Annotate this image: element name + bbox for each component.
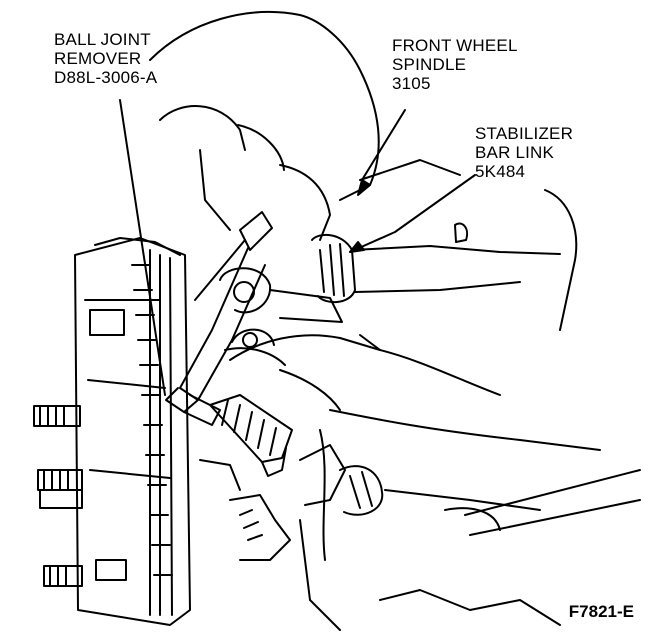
lower-control-arm [199, 429, 641, 631]
upper-hand [149, 11, 461, 241]
stabilizer-bar-link-label: STABILIZER BAR LINK 5K484 [475, 124, 573, 181]
stabilizer-bar-link-part-number: 5K484 [475, 162, 526, 181]
stabilizer-bar-link-line1: STABILIZER [475, 124, 574, 143]
brake-rotor [74, 237, 191, 626]
front-wheel-spindle-label: FRONT WHEEL SPINDLE 3105 [392, 36, 518, 93]
ball-joint-remover-part-number: D88L-3006-A [54, 68, 158, 87]
front-wheel-spindle-part-number: 3105 [392, 74, 431, 93]
front-wheel-spindle [311, 189, 578, 331]
lower-hand [224, 334, 601, 451]
ball-joint-remover-line2: REMOVER [54, 49, 142, 68]
ball-joint-remover-tool [165, 211, 343, 426]
front-wheel-spindle-line2: SPINDLE [392, 55, 467, 74]
ball-joint-remover-line1: BALL JOINT [54, 30, 151, 49]
ball-joint-remover-label: BALL JOINT REMOVER D88L-3006-A [54, 30, 157, 87]
stabilizer-bar-link-line2: BAR LINK [475, 143, 555, 162]
leader-lines [119, 99, 476, 396]
stabilizer-bar-link [209, 394, 293, 477]
figure-id: F7821-E [568, 602, 634, 621]
wheel-studs [33, 405, 83, 587]
front-wheel-spindle-line1: FRONT WHEEL [392, 36, 518, 55]
